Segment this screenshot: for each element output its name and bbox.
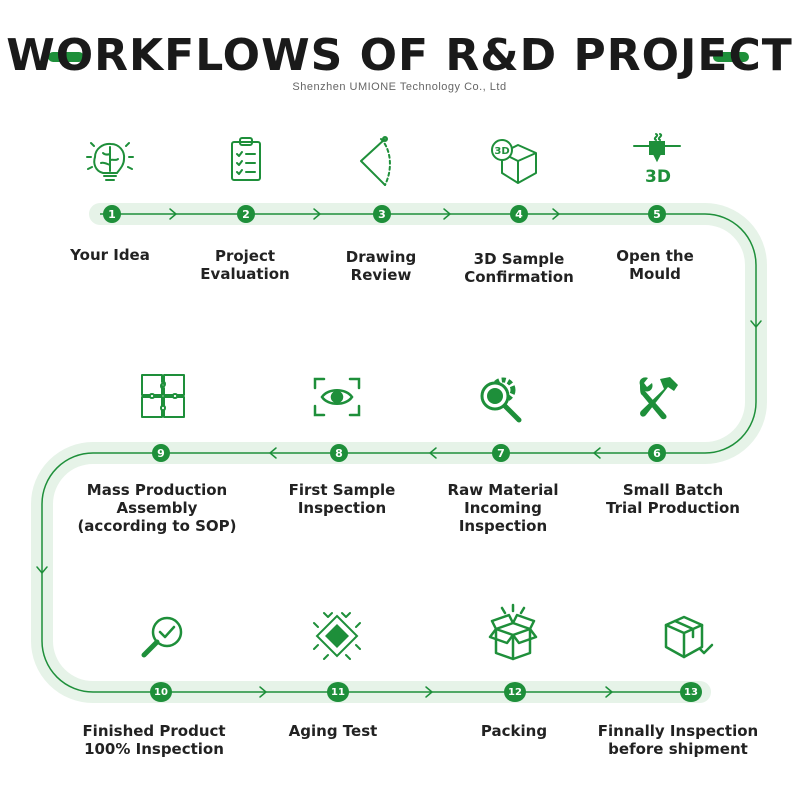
- step-number-8: 8: [330, 444, 348, 462]
- step-label-line: Packing: [480, 722, 548, 740]
- magnifier-check-icon: [141, 616, 183, 658]
- step-label-line: Project: [214, 247, 276, 265]
- title-right-bar: [713, 52, 749, 62]
- step-label-line: Drawing: [345, 248, 417, 266]
- step-number-4: 4: [510, 205, 528, 223]
- svg-text:3D: 3D: [494, 146, 509, 157]
- gear-magnifier-icon: [480, 377, 522, 423]
- step-label-line: Your Idea: [70, 246, 150, 264]
- step-label-line: Inspection: [297, 499, 387, 517]
- compass-drawing-icon: [360, 136, 391, 186]
- puzzle-icon: [141, 374, 185, 418]
- chip-icon: [313, 612, 361, 660]
- eye-scan-icon: [313, 377, 361, 417]
- step-label-line: Incoming: [464, 499, 542, 517]
- step-label-line: Trial Production: [606, 499, 740, 517]
- brain-lightbulb-icon: [86, 142, 134, 181]
- step-label-line: First Sample: [288, 481, 396, 499]
- step-number-5: 5: [648, 205, 666, 223]
- box-check-icon: [664, 615, 714, 659]
- step-label-line: Mass Production: [86, 481, 228, 499]
- step-number-2: 2: [237, 205, 255, 223]
- step-label-line: Mould: [629, 265, 681, 283]
- page-title: WORKFLOWS OF R&D PROJECT: [6, 30, 793, 81]
- step-label-line: Finished Product: [82, 722, 226, 740]
- step-label-line: Finnally Inspection: [597, 722, 759, 740]
- step-number-11: 11: [327, 682, 349, 702]
- step-label-1: Your Idea: [70, 246, 150, 264]
- step-label-line: (according to SOP): [77, 517, 237, 535]
- step-label-line: before shipment: [608, 740, 748, 758]
- step-label-line: Small Batch: [622, 481, 724, 499]
- step-label-line: 100% Inspection: [84, 740, 224, 758]
- step-label-line: Evaluation: [200, 265, 290, 283]
- step-label-line: Raw Material: [447, 481, 559, 499]
- step-number-6: 6: [648, 444, 666, 462]
- step-number-1: 1: [103, 205, 121, 223]
- step-label-line: Open the: [616, 247, 694, 265]
- step-label-line: Assembly: [116, 499, 198, 517]
- step-number-9: 9: [152, 444, 170, 462]
- step-number-12: 12: [504, 682, 526, 702]
- page-subtitle: Shenzhen UMIONE Technology Co., Ltd: [292, 81, 507, 93]
- step-number-7: 7: [492, 444, 510, 462]
- step-label-12: Packing: [481, 722, 547, 740]
- title-left-bar: [48, 52, 84, 62]
- svg-text:3D: 3D: [645, 167, 671, 187]
- step-label-line: Inspection: [458, 517, 548, 535]
- 3d-printer-icon: 3D: [633, 133, 681, 187]
- clipboard-checklist-icon: [231, 137, 261, 181]
- 3d-cube-icon: 3D: [491, 139, 537, 184]
- step-label-line: Review: [350, 266, 412, 284]
- step-label-line: 3D Sample: [473, 250, 565, 268]
- step-number-3: 3: [373, 205, 391, 223]
- step-label-line: Confirmation: [464, 268, 574, 286]
- wrench-hammer-icon: [639, 377, 678, 420]
- step-label-11: Aging Test: [289, 722, 378, 740]
- step-label-line: Aging Test: [288, 722, 378, 740]
- step-number-10: 10: [150, 682, 172, 702]
- open-box-icon: [488, 603, 538, 661]
- step-number-13: 13: [680, 682, 702, 702]
